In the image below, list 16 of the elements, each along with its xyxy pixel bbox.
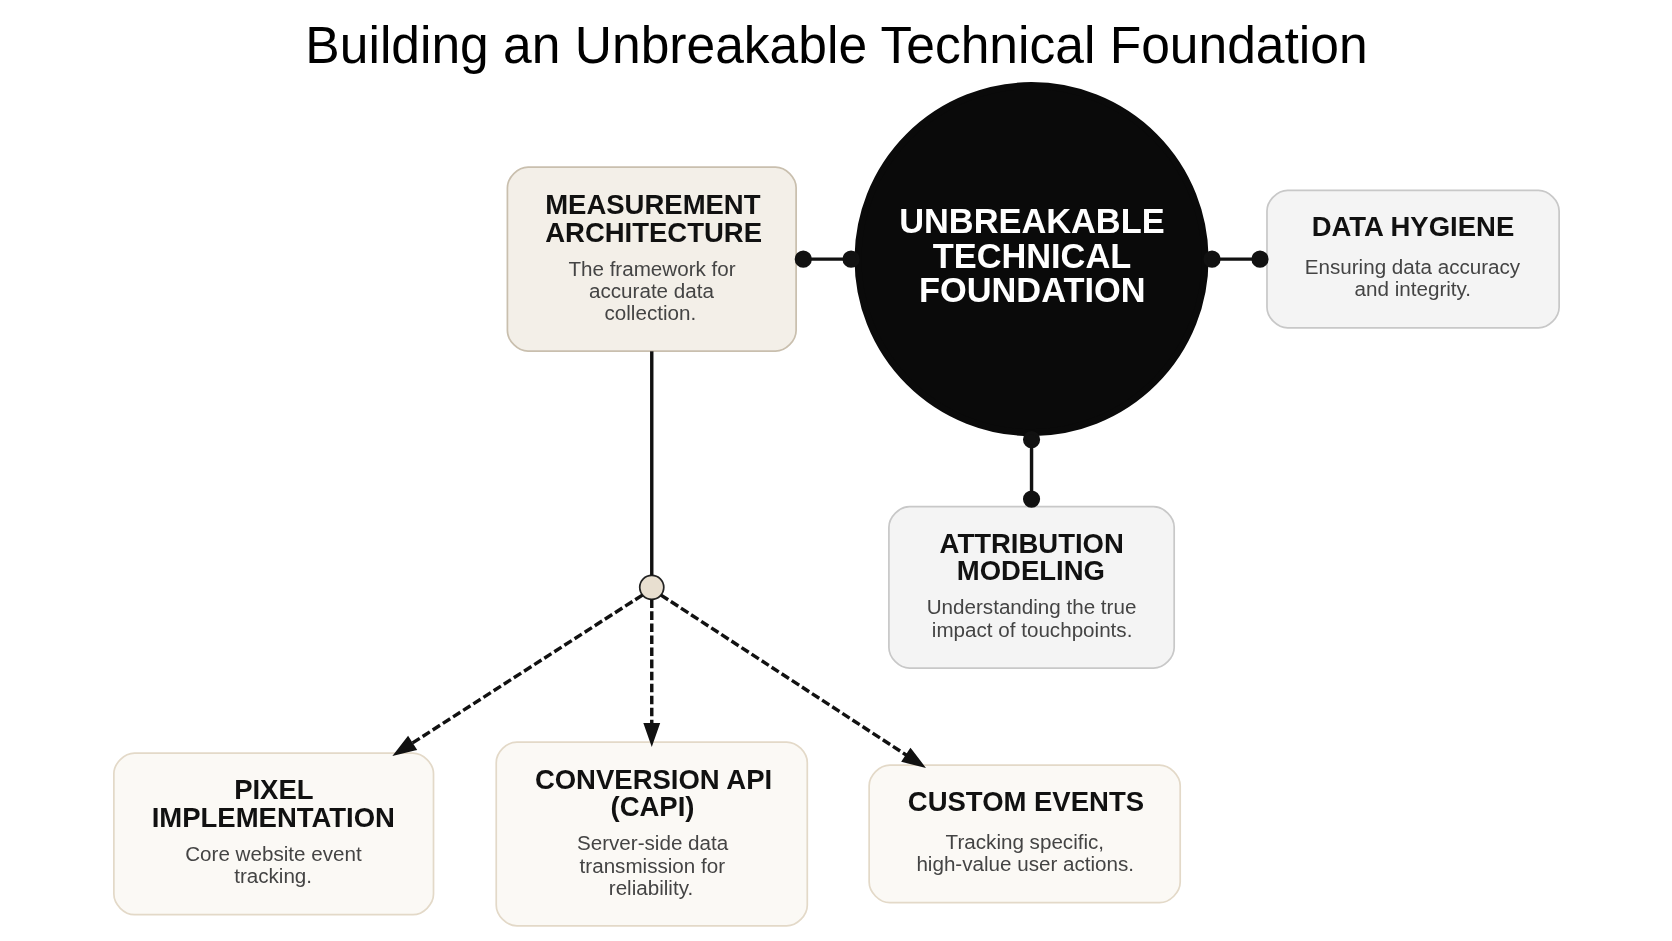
node-box: MEASUREMENT ARCHITECTURE The framework for accurate data collection.	[506, 166, 797, 352]
node-box: CUSTOM EVENTS Tracking specific, high-value user actions.	[867, 764, 1181, 904]
connector	[1022, 431, 1040, 508]
connector	[794, 250, 860, 268]
connector	[1202, 250, 1269, 268]
node-circle: UNBREAKABLE TECHNICAL FOUNDATION	[854, 82, 1209, 437]
arrow	[659, 593, 926, 768]
arrow	[642, 599, 660, 748]
node-circle	[638, 574, 665, 601]
node-box: CONVERSION API (CAPI) Server-side data transmission for reliability.	[494, 741, 808, 927]
diagram-title: Building an Unbreakable Technical Foundation	[304, 16, 1368, 75]
node-box: DATA HYGIENE Ensuring data accuracy and integrity.	[1265, 189, 1560, 329]
arrow	[391, 593, 643, 756]
node-box: ATTRIBUTION MODELING Understanding the true impact of touchpoints.	[887, 505, 1175, 669]
connector	[649, 351, 653, 576]
node-box: PIXEL IMPLEMENTATION Core website event tracking.	[112, 752, 434, 916]
